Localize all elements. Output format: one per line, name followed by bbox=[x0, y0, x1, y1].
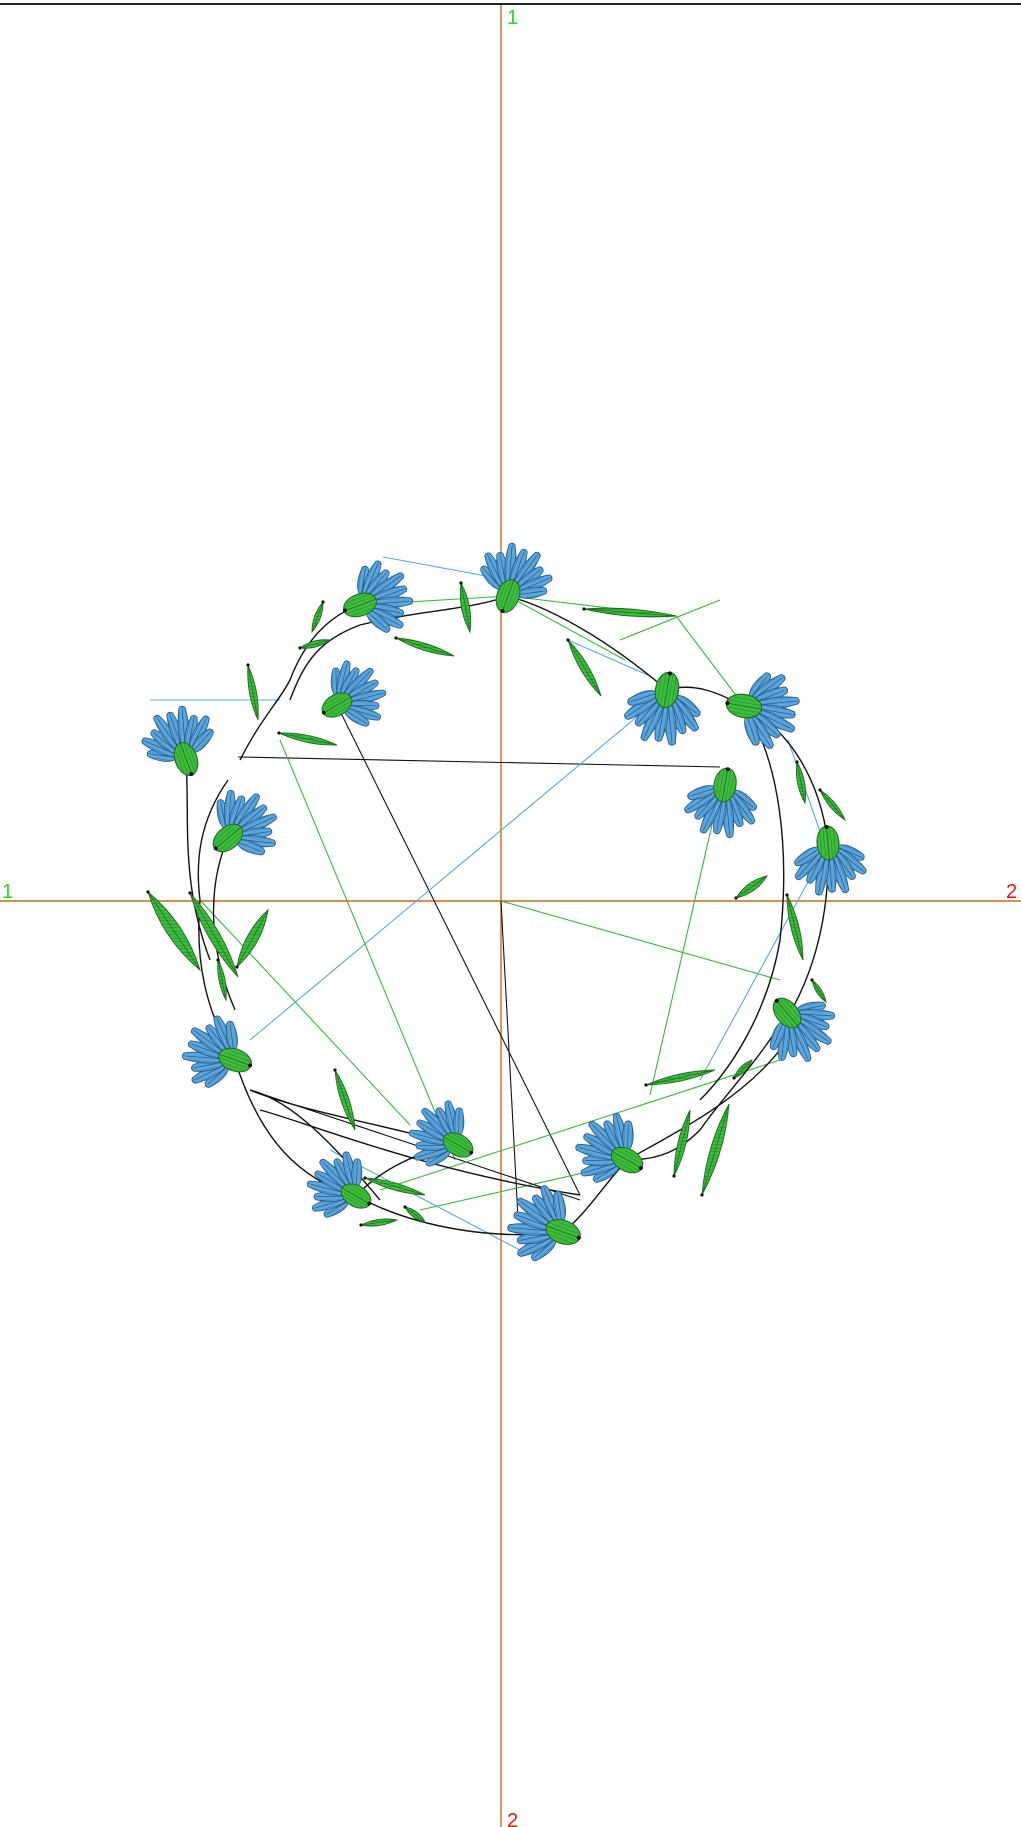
guide-line bbox=[250, 700, 657, 1040]
flower-icon bbox=[788, 822, 871, 899]
guide-line bbox=[620, 600, 720, 640]
leaf-icon bbox=[672, 1110, 690, 1178]
guide-line bbox=[200, 900, 410, 1125]
flower-icon bbox=[466, 534, 562, 626]
guide-line bbox=[650, 790, 720, 1095]
axis-label-right: 2 bbox=[1006, 881, 1017, 903]
flower-icon bbox=[304, 649, 398, 746]
flower-icon bbox=[718, 663, 805, 755]
leaf-icon bbox=[359, 1219, 397, 1227]
leaf-icon bbox=[582, 607, 676, 616]
axis-label-left: 1 bbox=[2, 881, 13, 903]
stem bbox=[627, 1050, 780, 1160]
guide-line bbox=[501, 901, 780, 980]
leaf-icon bbox=[216, 958, 226, 1000]
flower-icon bbox=[618, 664, 710, 751]
flower-icon bbox=[497, 1175, 594, 1276]
leaf-icon bbox=[459, 581, 470, 632]
flower-icon bbox=[562, 1101, 661, 1203]
guide-line bbox=[238, 757, 720, 767]
leaf-icon bbox=[235, 910, 268, 969]
leaf-icon bbox=[810, 978, 826, 1002]
leaf-icon bbox=[734, 876, 767, 900]
flower-icon bbox=[173, 1006, 265, 1102]
leaf-icon bbox=[146, 890, 200, 970]
flower-icon bbox=[678, 761, 766, 844]
leaf-icon bbox=[785, 893, 803, 960]
stem bbox=[627, 1013, 787, 1160]
guide-line bbox=[676, 616, 744, 706]
leaves bbox=[146, 581, 845, 1226]
flower-icon bbox=[397, 1089, 491, 1186]
flower-icon bbox=[132, 697, 228, 789]
leaf-icon bbox=[700, 1104, 729, 1197]
axis-label-top: 1 bbox=[507, 7, 518, 29]
guide-line bbox=[508, 596, 625, 660]
axis-label-bottom: 2 bbox=[507, 1810, 518, 1827]
axes bbox=[0, 5, 1021, 1827]
flower-icon bbox=[746, 975, 850, 1078]
guide-lines bbox=[150, 557, 830, 1250]
stems bbox=[186, 596, 828, 1235]
leaf-icon bbox=[333, 1068, 355, 1130]
leaf-icon bbox=[246, 663, 258, 720]
guide-line bbox=[501, 901, 518, 1218]
leaf-icon bbox=[277, 731, 337, 745]
guide-line bbox=[280, 740, 455, 1160]
leaf-icon bbox=[394, 636, 454, 656]
